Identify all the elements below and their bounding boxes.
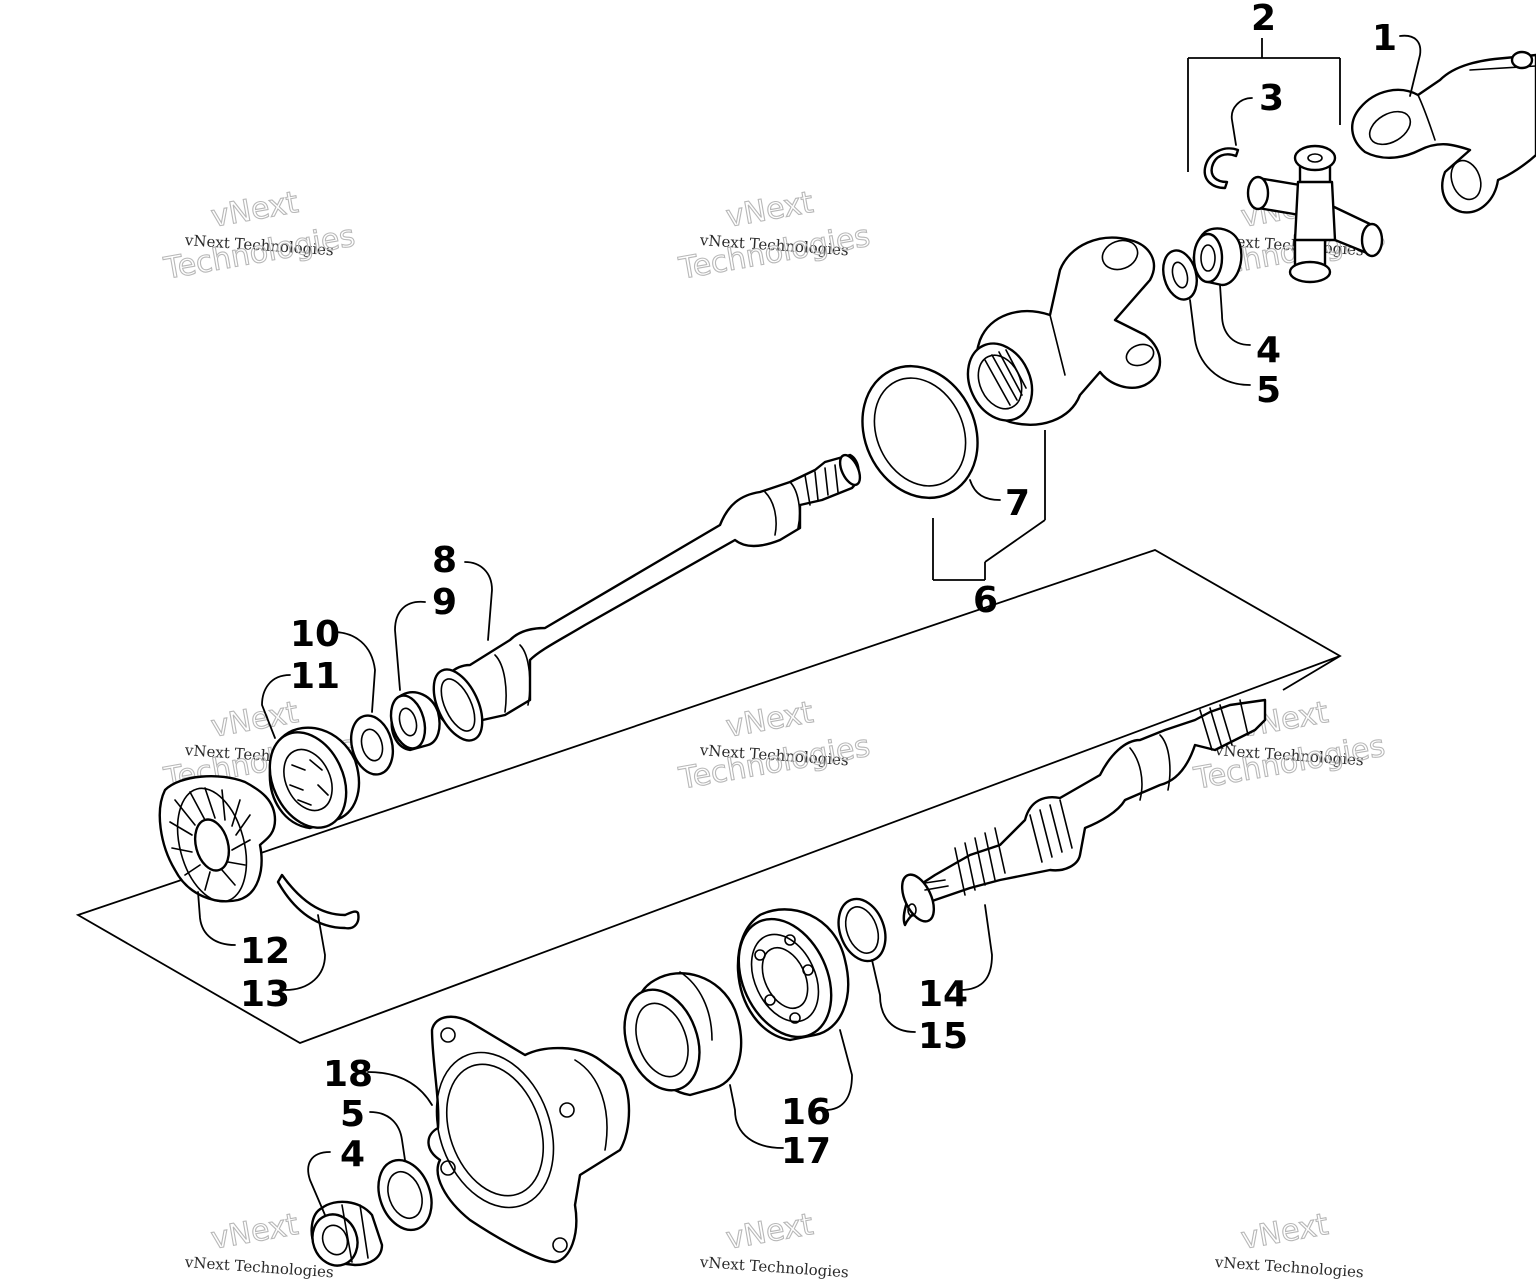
watermark-vnext: vNext [723, 1207, 816, 1257]
leader-4-top [1219, 284, 1251, 346]
leader-8 [464, 561, 493, 641]
watermark-bottom-center: vNext vNext Technologies [698, 1207, 849, 1280]
part-4-nut-bottom [310, 1200, 384, 1267]
label-part-4-bottom: 4 [340, 1134, 365, 1175]
watermark-top-left: vNext vNext Technologies Technologies [160, 185, 358, 288]
part-5-washer-bottom [377, 1158, 433, 1232]
watermark-technologies: Technologies [161, 219, 358, 287]
part-10-washer [349, 714, 395, 776]
leader-13 [284, 914, 326, 991]
leader-5-top [1189, 299, 1251, 386]
watermark-text: vNext Technologies [1213, 1253, 1364, 1280]
watermark-text: vNext Technologies [698, 1253, 849, 1280]
label-part-17: 17 [781, 1131, 831, 1172]
label-part-11: 11 [290, 656, 340, 697]
watermark-vnext: vNext [1238, 1207, 1331, 1257]
part-1-drive-yoke [1351, 50, 1536, 214]
part-12-ring-gear [158, 774, 277, 903]
label-part-14: 14 [918, 974, 968, 1015]
label-part-4-top: 4 [1256, 330, 1281, 371]
watermark-vnext: vNext [208, 185, 301, 235]
leader-17 [729, 1084, 784, 1149]
watermark-bottom-right: vNext vNext Technologies [1213, 1207, 1364, 1280]
label-part-1: 1 [1372, 18, 1397, 59]
label-part-5-top: 5 [1256, 370, 1281, 411]
part-5-washer-top [1162, 249, 1198, 301]
watermark-vnext: vNext [723, 695, 816, 745]
label-part-16: 16 [781, 1092, 831, 1133]
part-8-drive-shaft [432, 453, 862, 742]
watermark-text: vNext Technologies [183, 1253, 334, 1280]
label-part-5-bottom: 5 [340, 1094, 365, 1135]
watermark-top-center: vNext vNext Technologies Technologies [675, 185, 873, 288]
leader-3 [1230, 97, 1253, 146]
label-part-6: 6 [973, 580, 998, 621]
part-17-oil-seal [623, 971, 743, 1097]
part-4-bearing-cup-top [1192, 227, 1243, 287]
watermark-vnext: vNext [208, 1207, 301, 1257]
bracket-6 [932, 430, 1046, 581]
part-16-ball-bearing [736, 908, 850, 1042]
label-part-18: 18 [323, 1054, 373, 1095]
part-3-snap-ring [1203, 147, 1240, 190]
label-part-10: 10 [290, 614, 340, 655]
leader-16 [824, 1029, 853, 1111]
group-bracket-outline [75, 549, 1342, 1044]
watermark-technologies: Technologies [676, 729, 873, 797]
leader-15 [871, 959, 916, 1033]
leader-18 [367, 1071, 433, 1106]
label-part-13: 13 [240, 974, 290, 1015]
leader-11 [261, 674, 291, 739]
leader-5-bottom [369, 1111, 406, 1161]
label-part-7: 7 [1005, 483, 1030, 524]
leader-12 [197, 891, 236, 946]
label-part-2: 2 [1251, 0, 1276, 39]
leader-1 [1399, 34, 1422, 97]
leader-14 [959, 904, 993, 991]
label-part-12: 12 [240, 931, 290, 972]
part-9-bearing [389, 691, 441, 752]
leader-7 [969, 479, 1001, 501]
label-part-3: 3 [1259, 78, 1284, 119]
leader-9 [394, 600, 426, 691]
label-part-15: 15 [918, 1016, 968, 1057]
watermark-mid-center: vNext vNext Technologies Technologies [675, 695, 873, 798]
part-11-bearing [268, 726, 361, 830]
part-2-u-joint-cross [1246, 144, 1384, 284]
watermark-vnext: vNext [723, 185, 816, 235]
part-6-slip-yoke [966, 236, 1162, 426]
part-14-output-shaft [900, 698, 1267, 927]
watermark-technologies: Technologies [676, 219, 873, 287]
leader-10 [332, 631, 376, 713]
part-13-snap-ring [276, 873, 360, 930]
part-7-boot-ring [861, 364, 979, 500]
label-part-9: 9 [432, 582, 457, 623]
label-part-8: 8 [432, 540, 457, 581]
bracket-2 [1187, 38, 1341, 172]
leader-4-bottom [307, 1151, 331, 1216]
part-15-washer [837, 897, 887, 963]
part-18-bearing-housing [427, 1015, 631, 1264]
